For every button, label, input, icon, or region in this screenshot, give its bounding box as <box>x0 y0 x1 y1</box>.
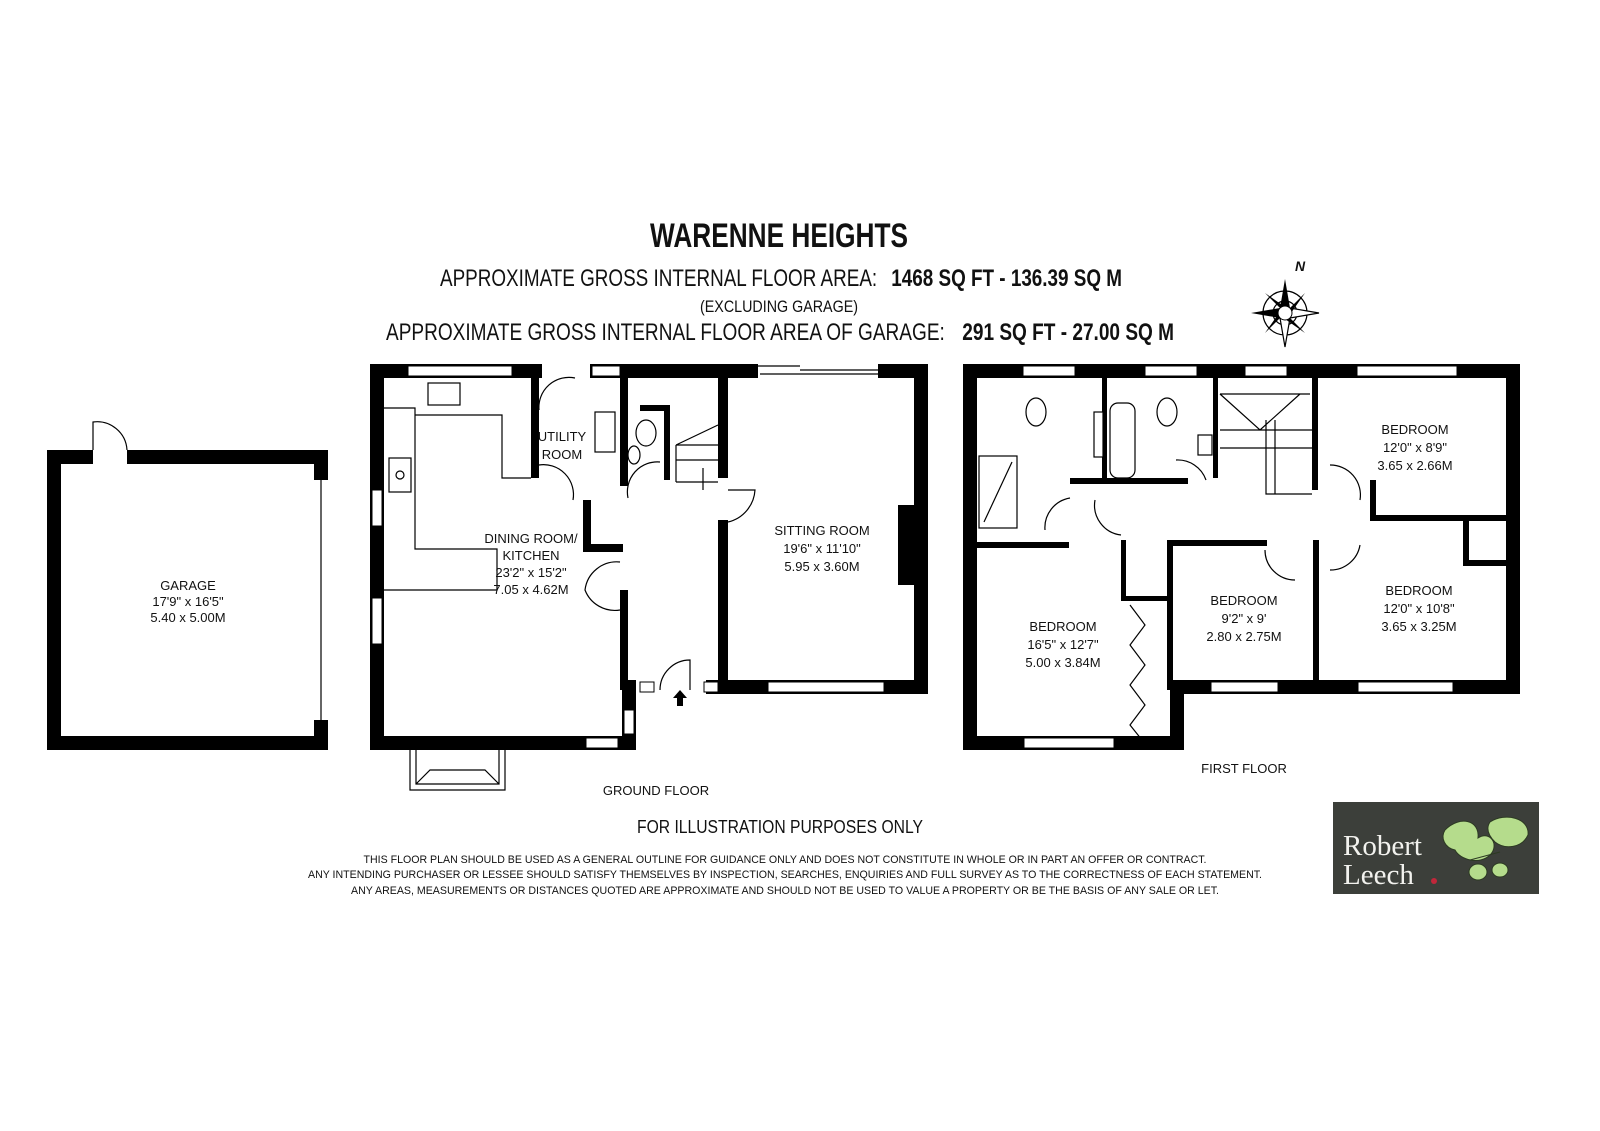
disclaimer-line-3: ANY AREAS, MEASUREMENTS OR DISTANCES QUO… <box>351 885 1219 897</box>
bedroom-4-name: BEDROOM <box>1385 583 1452 598</box>
area-note: (EXCLUDING GARAGE) <box>700 297 858 316</box>
header: WARENNE HEIGHTS APPROXIMATE GROSS INTERN… <box>386 217 1174 346</box>
bedroom-2-metric: 5.00 x 3.84M <box>1025 655 1100 670</box>
utility-room-name: UTILITY <box>538 429 587 444</box>
oak-leaf-icon <box>1442 816 1529 881</box>
bedroom-3-name: BEDROOM <box>1210 593 1277 608</box>
garage-plan: GARAGE 17'9" x 16'5" 5.40 x 5.00M <box>47 421 328 750</box>
disclaimer-line-1: THIS FLOOR PLAN SHOULD BE USED AS A GENE… <box>364 854 1207 866</box>
garage-door-icon <box>92 421 128 451</box>
toilet-icon <box>635 419 657 447</box>
bedroom-3-metric: 2.80 x 2.75M <box>1206 629 1281 644</box>
bedroom-4-imperial: 12'0" x 10'8" <box>1383 601 1455 616</box>
kitchen-metric: 7.05 x 4.62M <box>493 582 568 597</box>
bedroom-2-imperial: 16'5" x 12'7" <box>1027 637 1099 652</box>
kitchen-name2: KITCHEN <box>502 548 559 563</box>
stairs-icon <box>1219 393 1312 495</box>
basin-icon <box>1093 411 1104 458</box>
sitting-room-imperial: 19'6" x 11'10" <box>783 541 861 556</box>
ground-floor-label: GROUND FLOOR <box>603 783 709 798</box>
toilet-icon <box>1025 397 1047 427</box>
page-title: WARENNE HEIGHTS <box>650 217 908 255</box>
sliding-door-icon <box>758 365 880 375</box>
illustration-note: FOR ILLUSTRATION PURPOSES ONLY <box>637 817 923 837</box>
area-line: APPROXIMATE GROSS INTERNAL FLOOR AREA: 14… <box>440 265 1122 292</box>
garage-area-value: 291 SQ FT - 27.00 SQ M <box>962 319 1174 346</box>
garage-imperial: 17'9" x 16'5" <box>152 594 224 609</box>
bath-icon <box>1109 402 1136 479</box>
front-door-icon <box>659 659 691 691</box>
garage-area-line: APPROXIMATE GROSS INTERNAL FLOOR AREA OF… <box>386 319 1174 346</box>
compass-rose-icon: N <box>1251 258 1320 348</box>
wardrobe-icon <box>1129 604 1146 741</box>
stairs-icon <box>675 424 719 483</box>
bedroom-1-metric: 3.65 x 2.66M <box>1377 458 1452 473</box>
hob-icon <box>388 457 412 493</box>
logo-line-2: Leech <box>1343 859 1414 891</box>
bay-window-icon <box>409 750 506 791</box>
entrance-arrow-icon <box>673 690 687 706</box>
kitchen-name: DINING ROOM/ <box>484 531 578 546</box>
utility-sink-icon <box>594 411 616 453</box>
toilet-icon <box>1156 397 1178 427</box>
kitchen-sink-icon <box>427 382 461 406</box>
first-floor-label: FIRST FLOOR <box>1201 761 1287 776</box>
first-floor-plan: BEDROOM 12'0" x 8'9" 3.65 x 2.66M BEDROO… <box>963 364 1520 776</box>
sitting-room-metric: 5.95 x 3.60M <box>784 559 859 574</box>
north-label: N <box>1295 258 1306 274</box>
robert-leech-logo: Robert Leech <box>1333 802 1539 894</box>
garage-name: GARAGE <box>160 578 216 593</box>
garage-metric: 5.40 x 5.00M <box>150 610 225 625</box>
footer: FOR ILLUSTRATION PURPOSES ONLY THIS FLOO… <box>308 817 1262 897</box>
area-value: 1468 SQ FT - 136.39 SQ M <box>891 265 1122 292</box>
utility-room-name2: ROOM <box>542 447 582 462</box>
bedroom-3-imperial: 9'2" x 9' <box>1222 611 1267 626</box>
garage-area-label: APPROXIMATE GROSS INTERNAL FLOOR AREA OF… <box>386 319 945 346</box>
ground-floor-plan: UTILITY ROOM DINING ROOM/ KITCHEN 23'2" … <box>370 364 928 798</box>
bedroom-4-metric: 3.65 x 3.25M <box>1381 619 1456 634</box>
bedroom-2-name: BEDROOM <box>1029 619 1096 634</box>
basin-icon <box>627 445 641 465</box>
basin-icon <box>1197 434 1213 456</box>
sitting-room-name: SITTING ROOM <box>774 523 869 538</box>
bedroom-1-imperial: 12'0" x 8'9" <box>1383 440 1447 455</box>
bedroom-1-name: BEDROOM <box>1381 422 1448 437</box>
logo-line-1: Robert <box>1343 830 1422 862</box>
disclaimer-line-2: ANY INTENDING PURCHASER OR LESSEE SHOULD… <box>308 869 1262 881</box>
kitchen-imperial: 23'2" x 15'2" <box>495 565 567 580</box>
area-label: APPROXIMATE GROSS INTERNAL FLOOR AREA: <box>440 265 877 292</box>
